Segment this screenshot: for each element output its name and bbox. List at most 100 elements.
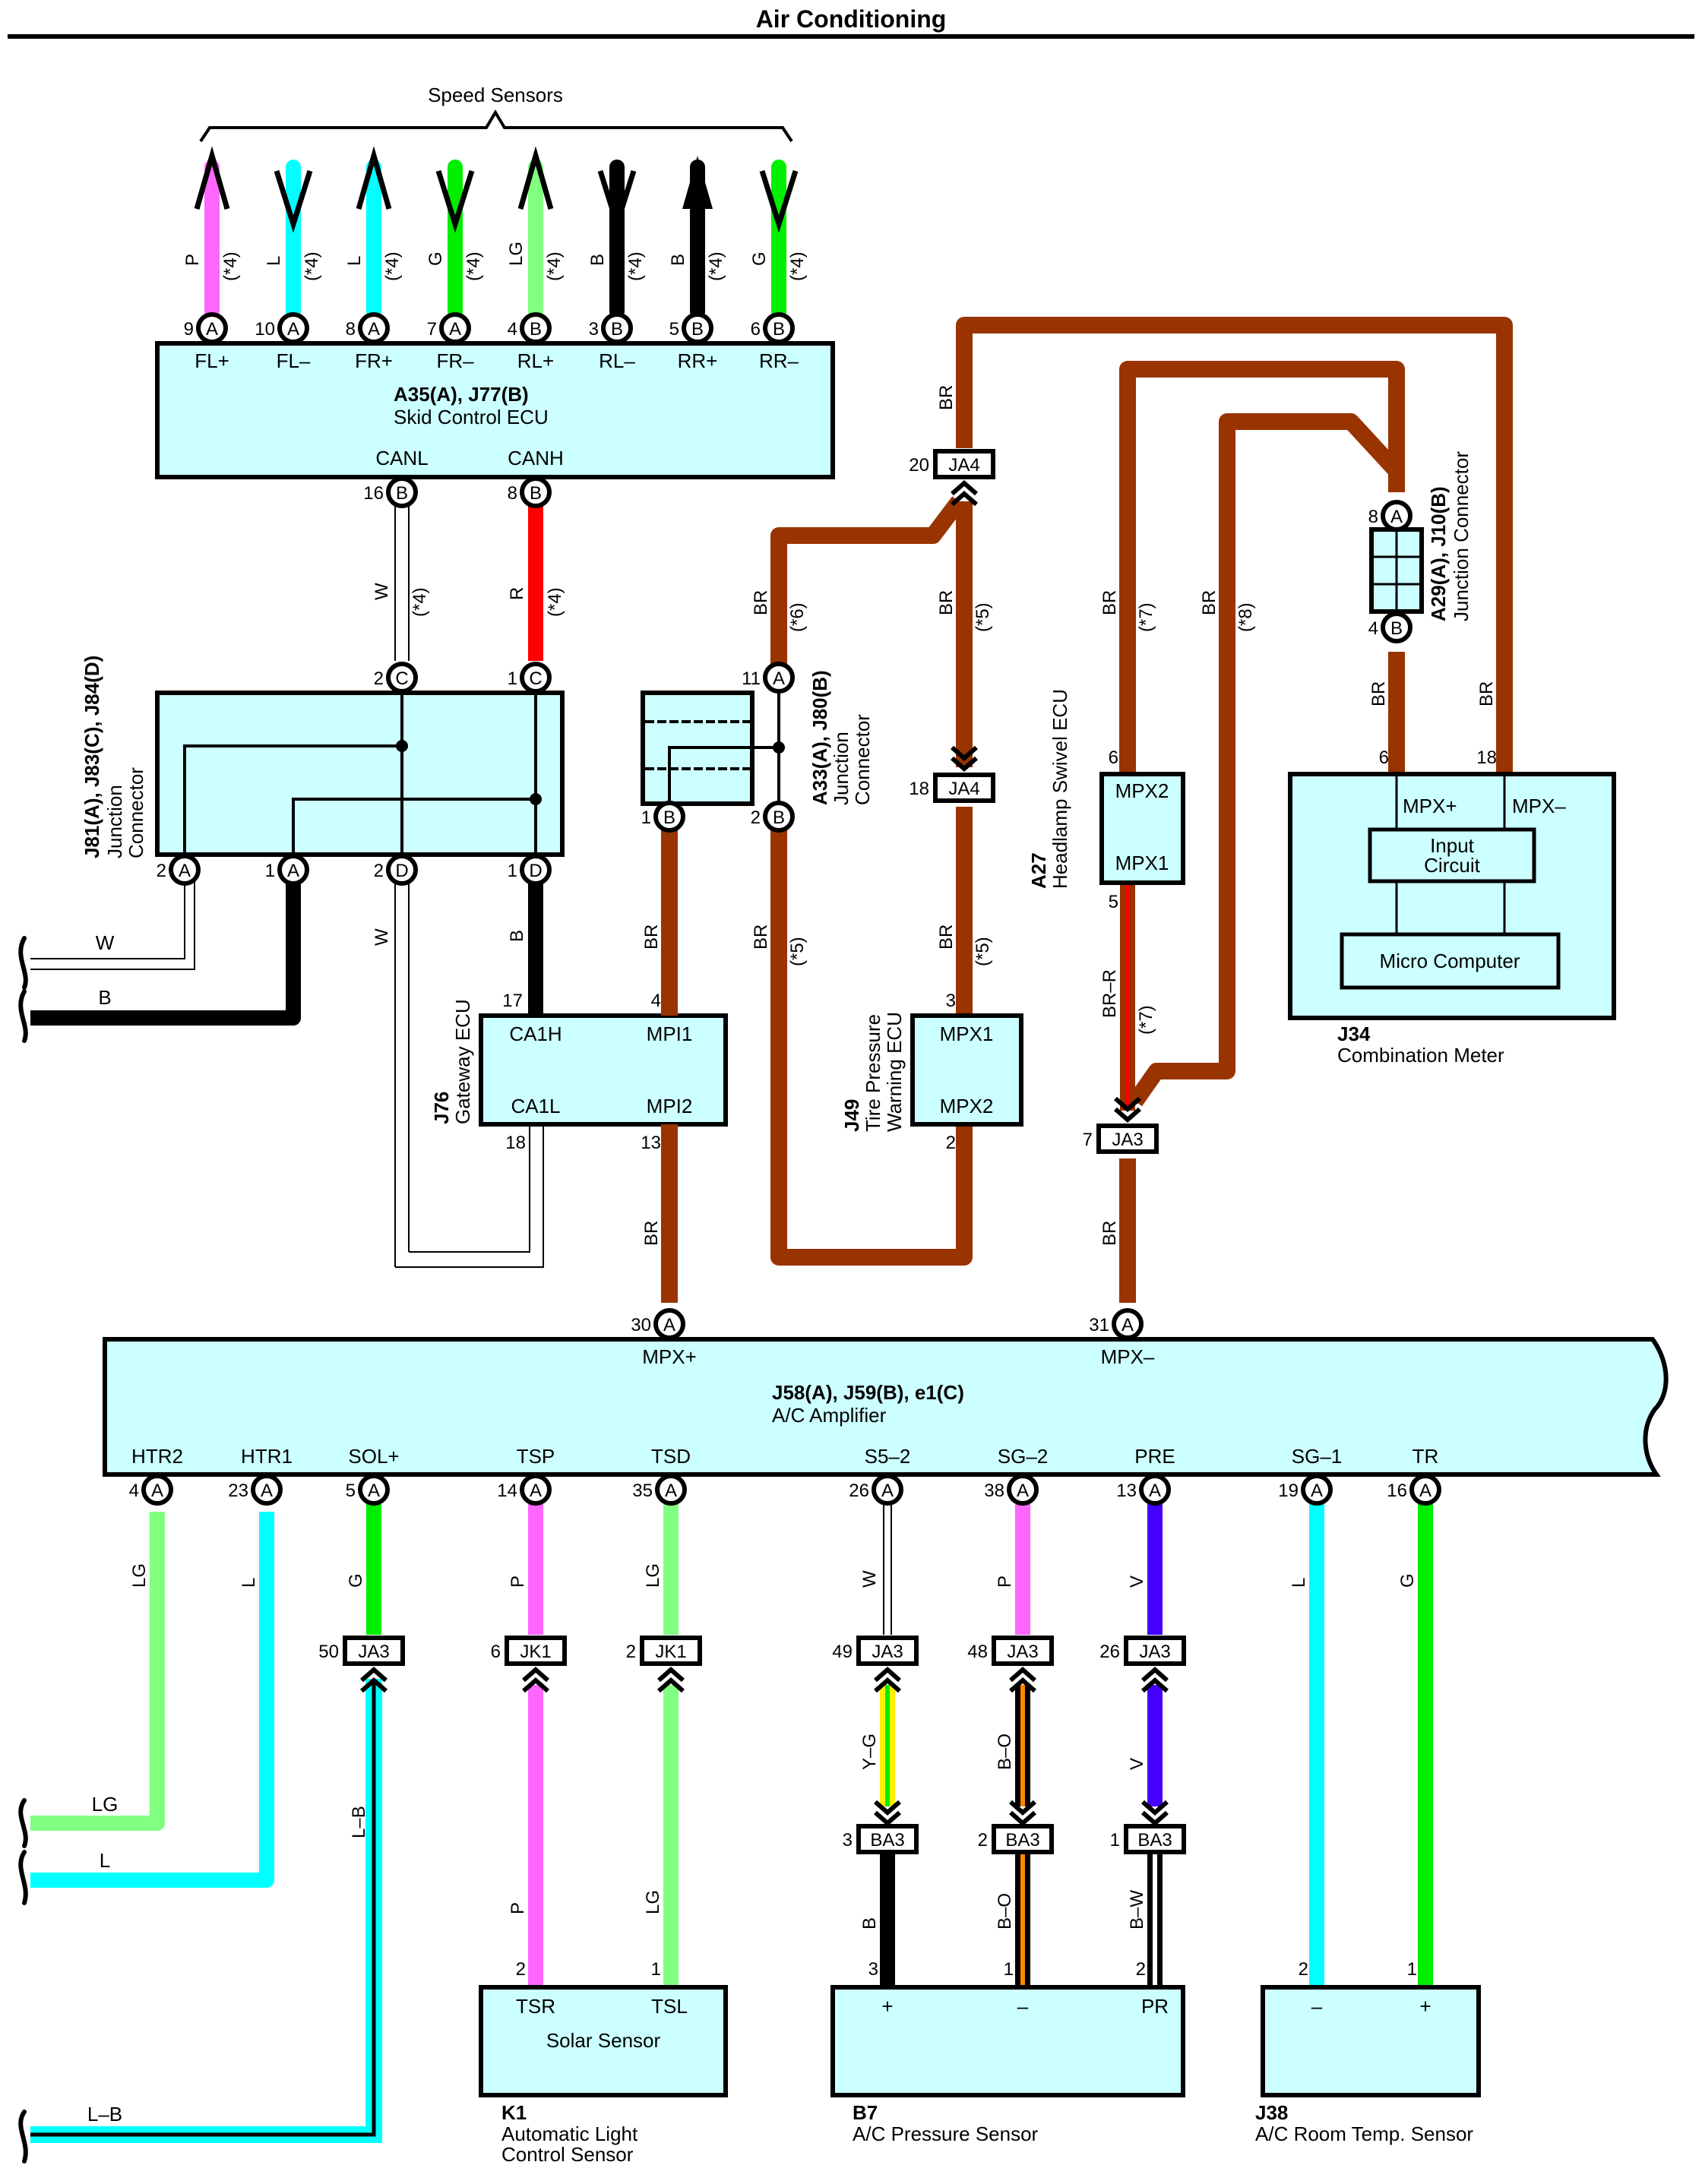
tire-pressure-ecu-box[interactable] [910,1013,1023,1127]
v-wire[interactable] [1147,1685,1163,1806]
connector-pin[interactable]: A2 [157,854,201,886]
speed-sensor-wire[interactable] [609,160,625,319]
htr1-l-wire[interactable] [30,1512,274,1888]
ja4-to-meter-mpx-minus-wire[interactable] [956,317,1513,774]
connector-pin[interactable]: B6 [751,312,795,344]
solar-sensor-box[interactable] [479,1985,728,2097]
b-wire[interactable] [880,1854,895,1987]
connector-pin[interactable]: D1 [508,854,552,886]
connector-circle-icon [520,1474,552,1506]
connector-pin[interactable]: A5 [346,1474,390,1506]
connector-pin[interactable]: A1 [265,854,309,886]
connector-pin[interactable]: A9 [184,312,228,344]
connector-pin[interactable]: A26 [849,1474,903,1506]
connector-pin[interactable]: A11 [742,662,795,694]
connector-pin[interactable]: A4 [129,1474,173,1506]
connector-pin[interactable]: B16 [363,476,418,508]
a33-a11-to-ja4-wire[interactable] [770,496,966,670]
connector-pin[interactable]: A16 [1387,1474,1441,1506]
j81-b-out-wire[interactable] [30,874,301,1026]
connector-pin[interactable]: C1 [508,662,552,694]
amp-signal-label: S5–2 [865,1445,911,1468]
amp-sensor-wire[interactable] [1418,1504,1433,1987]
wire-note: (*7) [1136,602,1156,632]
wire-note: (*5) [787,937,808,966]
sol-l-b-stripe [30,1679,376,2137]
headlamp-swivel-ecu-box[interactable] [1099,772,1185,885]
connector-pin[interactable]: B4 [508,312,552,344]
amp-junction-wire[interactable] [366,1504,381,1635]
room-temp-sensor-box[interactable] [1261,1985,1481,2097]
connector-pin[interactable]: A7 [427,312,471,344]
ac-amplifier-box[interactable] [103,1337,1669,1477]
amp-junction-wire[interactable] [1147,1504,1163,1635]
speed-sensor-wire[interactable] [366,160,381,319]
wire-8-to-ja3[interactable] [1128,1062,1235,1107]
connector-pin[interactable]: C2 [374,662,418,694]
speed-sensor-wire[interactable] [528,160,543,319]
junction-name: BA3 [1137,1830,1172,1851]
connector-pin[interactable]: A10 [255,312,309,344]
amp-junction-wire[interactable] [528,1504,543,1635]
connector-pin[interactable]: D2 [374,854,418,886]
tsl-wire[interactable] [663,1685,679,1987]
connector-pin[interactable]: A14 [497,1474,552,1506]
tsr-wire[interactable] [528,1685,543,1987]
amp-junction-wire[interactable] [663,1504,679,1635]
connector-pin[interactable]: A38 [984,1474,1039,1506]
connector-pin[interactable]: A31 [1089,1308,1144,1340]
can-r-wire[interactable] [528,501,543,661]
connector-pin[interactable]: B3 [589,312,633,344]
speed-sensor-wire[interactable] [204,160,220,319]
connector-pin[interactable]: B2 [751,801,795,833]
wire-color-label: LG [643,1890,663,1914]
connector-pin[interactable]: B5 [669,312,713,344]
connector-pin[interactable]: A8 [346,312,390,344]
amp-sensor-wire[interactable] [1309,1504,1324,1987]
tire-ecu-code: J49 [840,1099,863,1132]
speed-sensor-wire[interactable] [771,160,786,319]
skid-control-ecu-box[interactable] [155,341,835,479]
connector-pin[interactable]: B1 [641,801,685,833]
pin-number: 7 [427,319,437,340]
pressure-sensor-box[interactable] [830,1985,1185,2097]
ca1h-b-wire[interactable] [528,874,543,1016]
headlamp-mpx2-to-a29-wire[interactable] [1119,361,1405,774]
htr2-lg-wire[interactable] [30,1512,165,1831]
connector-pin[interactable]: A23 [228,1474,283,1506]
sol-l-b-wire[interactable] [30,1679,382,2143]
a33-b2-to-tire-ecu-wire[interactable] [770,824,973,1266]
connector-pin[interactable]: A13 [1116,1474,1171,1506]
gateway-ecu-box[interactable] [479,1013,728,1127]
speed-sensor-wire[interactable] [286,160,301,319]
connector-pin[interactable]: A35 [632,1474,687,1506]
wire-8-to-a29[interactable] [1219,413,1403,1062]
connector-pin[interactable]: B4 [1368,612,1413,643]
pin-number: 2 [374,668,384,689]
amp-junction-wire[interactable] [1015,1504,1030,1635]
a33-code: A33(A), J80(B) [808,670,831,805]
tire-ecu-name-line2: Warning ECU [883,1012,906,1132]
connector-pin[interactable]: A8 [1368,500,1413,532]
connector-pin[interactable]: A19 [1278,1474,1333,1506]
j81-junction-connector-box[interactable] [155,691,565,857]
connector-pin[interactable]: A30 [631,1308,685,1340]
speed-signal-label: RL+ [517,349,554,372]
connector-pin[interactable]: B8 [508,476,552,508]
pin-number: 17 [502,991,523,1011]
pin-number: 3 [589,319,599,340]
connector-chevron-icon [522,1667,549,1693]
speed-sensor-wire[interactable] [448,160,463,319]
